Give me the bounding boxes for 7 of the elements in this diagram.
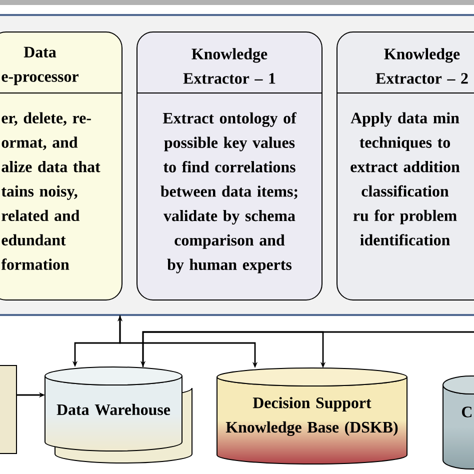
database-cylinder: Data Warehouse bbox=[44, 366, 192, 464]
process-box bbox=[0, 365, 17, 454]
database-cylinder: C bbox=[442, 376, 474, 470]
process-box: Data e-processor er, delete, re- ormat, and alize data that tains noisy, related and edundant formation bbox=[0, 32, 122, 300]
database-cylinder: Decision Support Knowledge Base (DSKB) bbox=[216, 368, 408, 464]
process-box: Knowledge Extractor – 1 Extract ontology of possible key values to find correlations between data items; validate by schema comparison and by human experts bbox=[136, 32, 322, 300]
process-box: Knowledge Extractor – 2 Apply data min techniques to extract addition classification ru for problem identification bbox=[336, 32, 474, 300]
